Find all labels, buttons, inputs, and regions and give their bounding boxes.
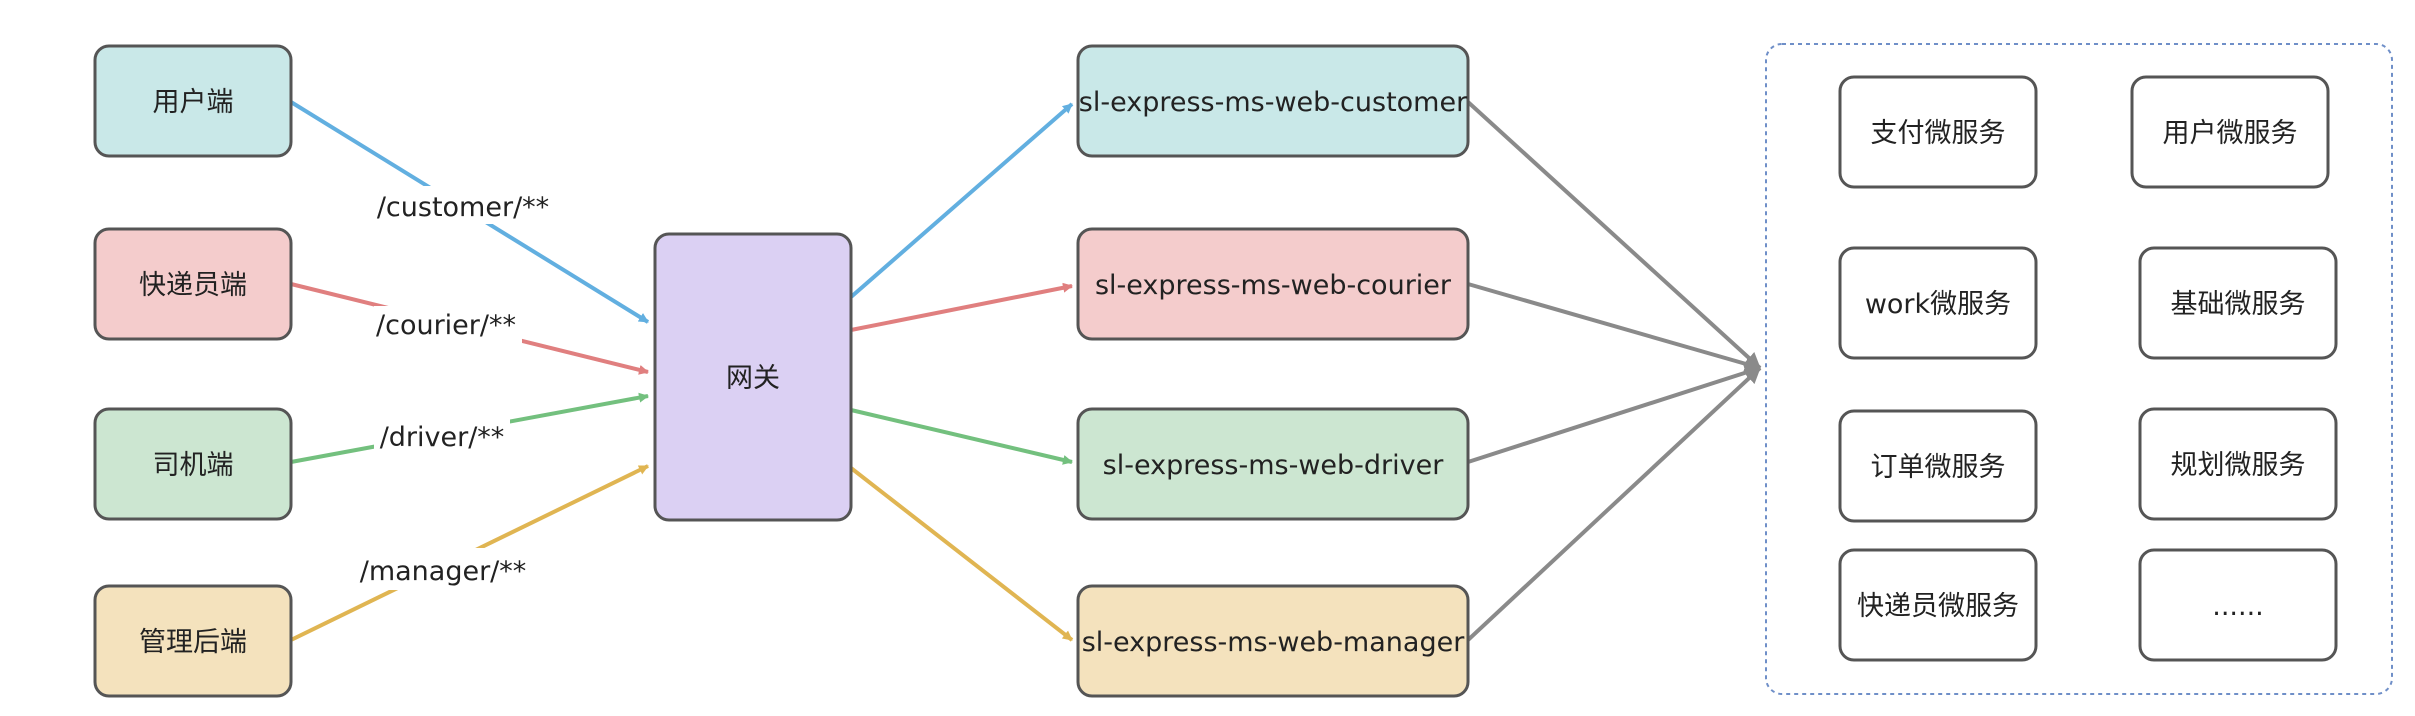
route-label-courier: /courier/** <box>376 310 516 341</box>
client-node-label: 用户端 <box>153 87 234 118</box>
microservice-label: 支付微服务 <box>1871 118 2006 149</box>
web-service-label: sl-express-ms-web-driver <box>1103 450 1445 481</box>
route-label-manager: /manager/** <box>360 556 527 587</box>
edge-courier-to-services <box>1467 282 1761 372</box>
microservice-label: 订单微服务 <box>1871 452 2006 483</box>
client-node-label: 管理后端 <box>139 627 247 658</box>
client-node-manager: 管理后端 <box>93 584 293 698</box>
client-nodes: 用户端 快递员端 司机端 管理后端 <box>93 44 293 698</box>
microservice-label: work微服务 <box>1865 289 2011 320</box>
gateway-edges <box>849 102 1074 642</box>
microservice-node-more: ...... <box>2138 548 2338 662</box>
edge-customer-to-services <box>1466 100 1762 370</box>
microservice-label: 快递员微服务 <box>1857 591 2019 622</box>
microservice-node-courier: 快递员微服务 <box>1838 548 2038 662</box>
microservice-node-payment: 支付微服务 <box>1838 75 2038 189</box>
microservice-label: 用户微服务 <box>2163 118 2298 149</box>
route-label-driver: /driver/** <box>380 422 505 453</box>
web-service-label: sl-express-ms-web-manager <box>1082 627 1466 658</box>
web-service-nodes: sl-express-ms-web-customer sl-express-ms… <box>1076 44 1470 698</box>
edge-gateway-to-driver <box>850 408 1073 465</box>
edge-driver-to-services <box>1467 364 1761 464</box>
web-service-label: sl-express-ms-web-courier <box>1095 270 1452 301</box>
microservice-node-base: 基础微服务 <box>2138 246 2338 360</box>
web-service-label: sl-express-ms-web-customer <box>1079 87 1468 118</box>
microservice-node-work: work微服务 <box>1838 246 2038 360</box>
edge-gateway-to-courier <box>850 282 1073 332</box>
client-node-driver: 司机端 <box>93 407 293 521</box>
microservice-label: 基础微服务 <box>2171 289 2306 320</box>
microservice-node-planning: 规划微服务 <box>2138 407 2338 521</box>
microservice-node-order: 订单微服务 <box>1838 409 2038 523</box>
edge-gateway-to-manager <box>849 466 1074 642</box>
route-label-customer: /customer/** <box>377 192 549 223</box>
microservice-node-user: 用户微服务 <box>2130 75 2330 189</box>
edge-manager-to-services <box>1466 366 1762 642</box>
web-service-node-manager: sl-express-ms-web-manager <box>1076 584 1470 698</box>
web-service-node-courier: sl-express-ms-web-courier <box>1076 227 1470 341</box>
route-labels: /customer/** /courier/** /driver/** /man… <box>360 186 552 590</box>
client-node-customer: 用户端 <box>93 44 293 158</box>
client-node-courier: 快递员端 <box>93 227 293 341</box>
microservice-label: ...... <box>2212 591 2264 622</box>
web-service-node-customer: sl-express-ms-web-customer <box>1076 44 1470 158</box>
web-service-node-driver: sl-express-ms-web-driver <box>1076 407 1470 521</box>
edge-gateway-to-customer <box>849 102 1074 299</box>
client-node-label: 快递员端 <box>139 270 247 301</box>
client-node-label: 司机端 <box>153 450 234 481</box>
gateway-node: 网关 <box>653 232 853 522</box>
microservice-nodes: 支付微服务 用户微服务 work微服务 基础微服务 订单微服务 规划微服务 快递… <box>1838 75 2338 662</box>
aggregate-edges <box>1466 100 1762 642</box>
microservice-group <box>1765 43 2393 695</box>
microservice-label: 规划微服务 <box>2171 450 2306 481</box>
gateway-label: 网关 <box>726 363 780 394</box>
